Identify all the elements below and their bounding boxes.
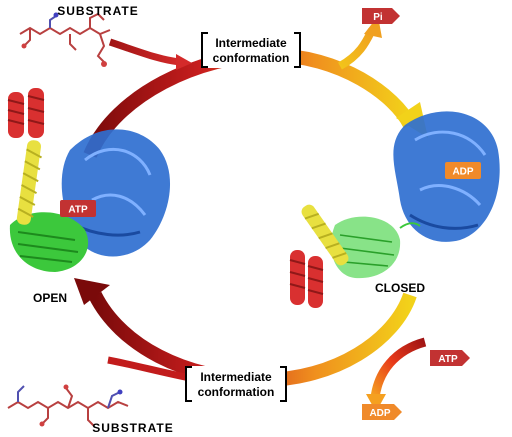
adp-tag-outgoing: ADP [362,404,402,420]
closed-conformation-protein [289,111,500,308]
bottom-arc-arrowhead [74,278,110,305]
pi-release-arrow [337,28,376,70]
state-closed-label: CLOSED [375,281,425,295]
substrate-molecule-top [19,12,111,67]
substrate-out-arrow [107,356,191,382]
substrate-molecule-bottom [7,384,129,427]
substrate-label-top: SUBSTRATE [57,4,138,18]
pi-tag-label: Pi [373,12,383,23]
atp-tag-incoming: ATP [430,350,470,366]
state-open-label: OPEN [33,291,67,305]
intermediate-bottom-line1: Intermediate [200,370,272,384]
pi-tag: Pi [362,8,400,24]
atp-tag-open-label: ATP [68,205,88,216]
substrate-in-arrow [108,38,181,66]
atp-adp-exchange-arrow [370,337,427,399]
adp-tag-outgoing-label: ADP [369,408,390,419]
substrate-label-bottom: SUBSTRATE [92,421,173,435]
intermediate-bottom-line2: conformation [198,385,275,399]
intermediate-box-top: Intermediate conformation [201,32,301,68]
intermediate-top-line2: conformation [213,51,290,65]
substrate-in-arrowhead [176,54,192,70]
atp-tag-open: ATP [60,200,96,217]
intermediate-top-line1: Intermediate [215,36,287,50]
open-conformation-protein [7,88,171,272]
atp-tag-incoming-label: ATP [438,354,458,365]
adp-tag-closed-label: ADP [452,167,473,178]
adp-tag-closed: ADP [445,162,481,179]
adp-release-arrowhead [366,394,386,412]
intermediate-box-bottom: Intermediate conformation [185,366,287,402]
